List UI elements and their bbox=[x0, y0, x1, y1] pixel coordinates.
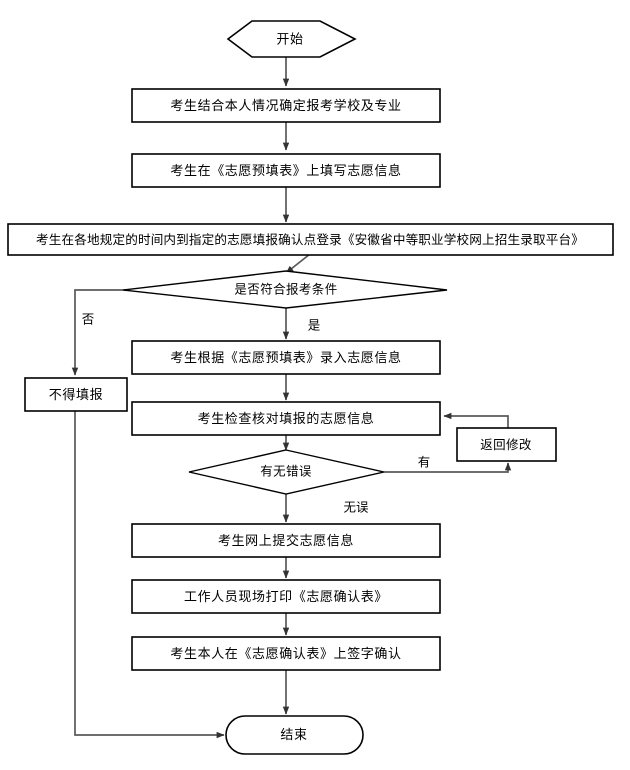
edge-label-yes: 是 bbox=[308, 318, 321, 332]
end-stadium-shape bbox=[225, 715, 364, 755]
node-p5-label: 考生检查核对填报的志愿信息 bbox=[198, 411, 375, 426]
start-hexagon-shape bbox=[226, 20, 357, 58]
node-p8-label: 考生本人在《志愿确认表》上签字确认 bbox=[170, 646, 401, 661]
node-process-online-submit[interactable]: 考生网上提交志愿信息 bbox=[131, 523, 441, 558]
node-p4-label: 考生根据《志愿预填表》录入志愿信息 bbox=[170, 350, 401, 365]
edge-p3-to-d1 bbox=[285, 253, 311, 274]
p3-rect-shape bbox=[7, 223, 614, 256]
p2-rect-shape bbox=[131, 153, 441, 188]
node-decision-has-error[interactable]: 有无错误 bbox=[188, 449, 385, 495]
reject-rect-shape bbox=[24, 377, 128, 412]
edge-label-has-error: 有 bbox=[418, 455, 431, 469]
p5-rect-shape bbox=[131, 401, 441, 436]
p7-rect-shape bbox=[131, 579, 441, 614]
node-process-not-allowed[interactable]: 不得填报 bbox=[24, 377, 128, 412]
p8-rect-shape bbox=[131, 636, 441, 671]
node-process-enter-volunteer-info[interactable]: 考生根据《志愿预填表》录入志愿信息 bbox=[131, 340, 441, 375]
edges-layer bbox=[71, 57, 512, 739]
node-process-staff-print[interactable]: 工作人员现场打印《志愿确认表》 bbox=[131, 579, 441, 614]
edge-reject-to-end bbox=[74, 411, 225, 739]
node-p7-label: 工作人员现场打印《志愿确认表》 bbox=[184, 589, 388, 604]
edge-labels-layer: 否 是 有 无误 bbox=[82, 312, 431, 514]
d1-diamond-shape bbox=[122, 270, 448, 309]
node-process-check-info[interactable]: 考生检查核对填报的志愿信息 bbox=[131, 401, 441, 436]
p1-rect-shape bbox=[131, 88, 441, 123]
p6-rect-shape bbox=[131, 523, 441, 558]
edge-d2-to-modify bbox=[384, 462, 512, 473]
node-reject-label: 不得填报 bbox=[49, 387, 103, 402]
edge-modify-to-p5 bbox=[443, 412, 509, 428]
modify-rect-shape bbox=[456, 427, 557, 462]
node-p1-label: 考生结合本人情况确定报考学校及专业 bbox=[170, 98, 401, 113]
node-decision-eligibility[interactable]: 是否符合报考条件 bbox=[122, 270, 448, 309]
node-end-label: 结束 bbox=[280, 727, 307, 742]
node-p3-label: 考生在各地规定的时间内到指定的志愿填报确认点登录《安徽省中等职业学校网上招生录取… bbox=[36, 232, 584, 247]
node-start-label: 开始 bbox=[276, 31, 303, 46]
node-end[interactable]: 结束 bbox=[225, 715, 364, 755]
node-start[interactable]: 开始 bbox=[226, 20, 357, 58]
node-p6-label: 考生网上提交志愿信息 bbox=[218, 533, 354, 548]
p4-rect-shape bbox=[131, 340, 441, 375]
edge-label-no-error: 无误 bbox=[343, 500, 369, 514]
node-process-sign-confirm[interactable]: 考生本人在《志愿确认表》上签字确认 bbox=[131, 636, 441, 671]
node-modify-label: 返回修改 bbox=[480, 437, 532, 452]
d2-diamond-shape bbox=[188, 449, 385, 495]
node-process-choose-school[interactable]: 考生结合本人情况确定报考学校及专业 bbox=[131, 88, 441, 123]
node-p2-label: 考生在《志愿预填表》上填写志愿信息 bbox=[170, 163, 401, 178]
edge-label-no: 否 bbox=[82, 312, 95, 326]
node-d2-label: 有无错误 bbox=[260, 464, 312, 478]
node-process-login-platform[interactable]: 考生在各地规定的时间内到指定的志愿填报确认点登录《安徽省中等职业学校网上招生录取… bbox=[7, 223, 614, 256]
edge-d1-to-reject bbox=[71, 289, 123, 376]
node-process-return-modify[interactable]: 返回修改 bbox=[456, 427, 557, 462]
node-d1-label: 是否符合报考条件 bbox=[234, 281, 337, 296]
node-process-fill-preform[interactable]: 考生在《志愿预填表》上填写志愿信息 bbox=[131, 153, 441, 188]
